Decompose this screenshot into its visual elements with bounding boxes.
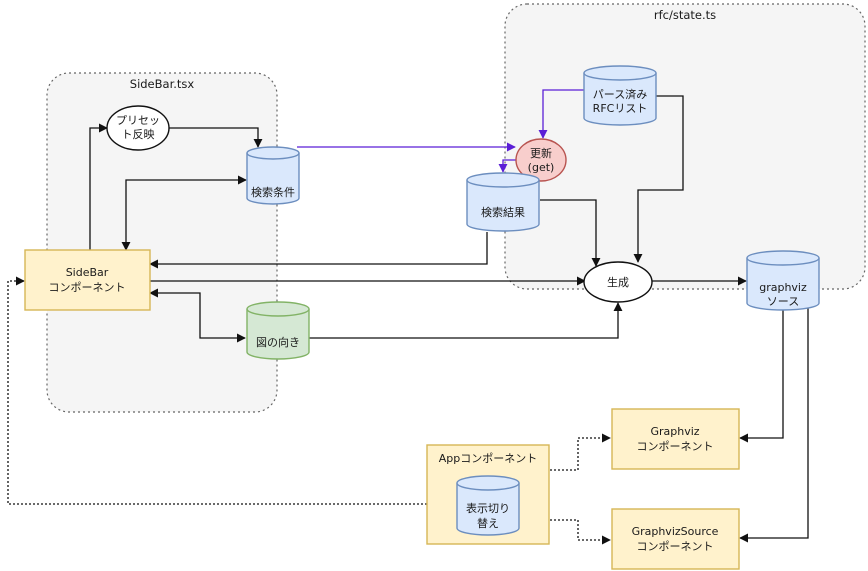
state-group-label: rfc/state.ts: [654, 8, 716, 22]
edge-app-to-sidebar: [7, 276, 427, 505]
graphviz-component-label-2: コンポーネント: [637, 440, 714, 453]
toggle-display-cylinder: 表示切り 替え: [456, 475, 520, 536]
update-label-1: 更新: [530, 146, 552, 160]
preset-label-1: プリセッ: [116, 114, 160, 127]
edge-preset-to-conditions: [168, 127, 263, 148]
generate-ellipse: 生成: [583, 261, 653, 303]
graphviz-source-label-1: graphviz: [759, 281, 807, 294]
edge-app-to-graphviz: [550, 433, 611, 471]
edge-sidebar-conditions: [121, 175, 247, 251]
graphvizsource-component-label-2: コンポーネント: [637, 540, 714, 553]
conditions-cylinder: 検索条件: [246, 146, 300, 205]
edge-sidebar-to-preset: [89, 123, 108, 250]
graphvizsource-component-box: GraphvizSource コンポーネント: [611, 508, 740, 570]
sidebar-component-box: SideBar コンポーネント: [24, 249, 151, 311]
edges: [7, 95, 809, 545]
update-label-2: (get): [528, 161, 555, 174]
edge-parsed-to-update: [538, 89, 585, 139]
preset-label-2: ト反映: [122, 128, 155, 141]
edge-direction-to-generate: [308, 302, 623, 339]
results-cylinder: 検索結果: [466, 172, 540, 232]
edge-results-to-generate: [540, 199, 601, 267]
graphviz-component-label-1: Graphviz: [650, 425, 699, 438]
preset-ellipse: プリセッ ト反映: [106, 105, 170, 151]
parsed-list-label-2: RFCリスト: [593, 102, 648, 115]
update-ellipse: 更新 (get): [515, 138, 567, 182]
graphviz-component-box: Graphviz コンポーネント: [611, 408, 740, 470]
edge-results-to-sidebar: [149, 232, 488, 269]
toggle-display-label-1: 表示切り: [466, 501, 510, 515]
edge-source-to-graphviz: [739, 302, 784, 443]
sidebar-group-label: SideBar.tsx: [130, 77, 195, 91]
sidebar-component-label-2: コンポーネント: [49, 281, 126, 294]
sidebar-component-label-1: SideBar: [66, 266, 109, 279]
toggle-display-label-2: 替え: [477, 516, 499, 530]
app-component-label: Appコンポーネント: [439, 452, 538, 465]
edge-source-to-graphvizsource: [739, 302, 809, 543]
direction-cylinder: 図の向き: [246, 301, 310, 360]
conditions-label: 検索条件: [251, 185, 295, 199]
edge-update-to-results: [498, 159, 517, 173]
generate-label: 生成: [607, 275, 629, 289]
graphviz-source-label-2: ソース: [767, 295, 799, 308]
graphvizsource-component-label-1: GraphvizSource: [632, 525, 719, 538]
results-label: 検索結果: [481, 205, 525, 219]
direction-label: 図の向き: [256, 335, 300, 349]
edge-app-to-graphvizsource: [550, 519, 611, 545]
edge-sidebar-direction: [149, 288, 246, 343]
parsed-list-label-1: パース済み: [593, 87, 647, 101]
parsed-list-cylinder: パース済み RFCリスト: [583, 65, 657, 126]
graphviz-source-cylinder: graphviz ソース: [746, 250, 820, 311]
purple-edges: [297, 89, 585, 173]
edge-parsed-to-generate: [633, 95, 684, 263]
